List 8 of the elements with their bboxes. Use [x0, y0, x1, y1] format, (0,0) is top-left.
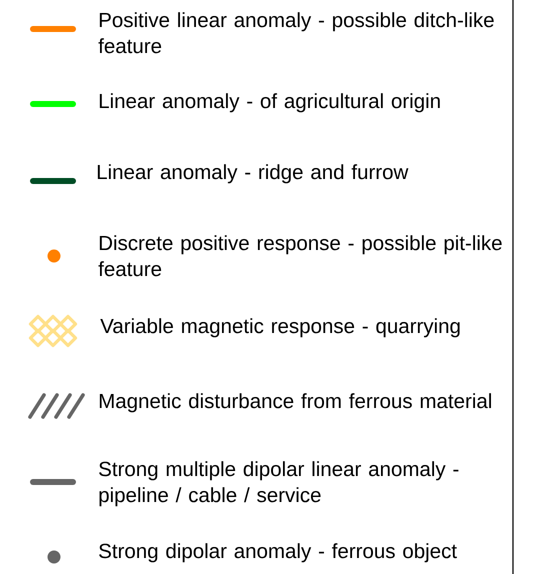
- legend-text: Strong multiple dipolar linear anomaly - pipeline / cable / service: [99, 461, 458, 506]
- legend-text: Strong dipolar anomaly - ferrous object: [99, 543, 457, 562]
- legend-text: Linear anomaly - ridge and furrow: [98, 164, 408, 184]
- legend-text: Discrete positive response - possible pit-like feature: [98, 235, 502, 276]
- legend-text: Variable magnetic response - quarrying: [100, 318, 460, 338]
- legend-text: Magnetic disturbance from ferrous material: [100, 393, 491, 412]
- legend-text: Linear anomaly - of agricultural origin: [100, 93, 440, 112]
- legend-text: Positive linear anomaly - possible ditch-like feature: [98, 12, 494, 54]
